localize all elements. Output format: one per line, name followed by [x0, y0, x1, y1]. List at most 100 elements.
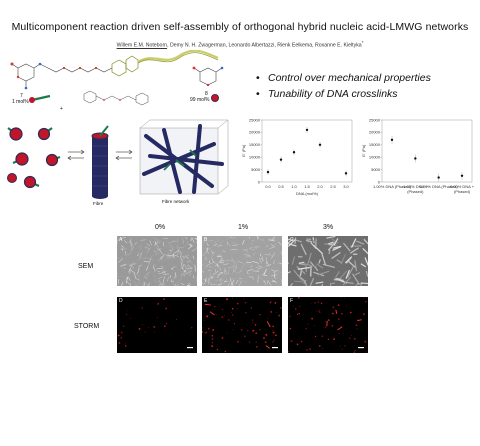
localization-dot: [293, 305, 295, 307]
fibre-strand: [364, 257, 368, 266]
localization-dot: [321, 348, 323, 349]
sem-texture: [202, 236, 282, 286]
localization-dot: [320, 302, 323, 305]
localization-dot: [244, 335, 246, 337]
svg-text:+: +: [60, 106, 63, 112]
fibre-strand: [175, 283, 177, 286]
fibre-strand: [329, 283, 332, 286]
fibre-strand: [354, 283, 358, 286]
fibre-strand: [202, 264, 205, 266]
fibre-strand: [349, 247, 359, 254]
fibre-strand: [266, 262, 269, 265]
fibre-strand: [259, 276, 263, 281]
fibre-strand: [124, 253, 132, 256]
localization-dot: [288, 351, 290, 353]
fibre-strand: [182, 256, 185, 259]
y-tick-label: 25000: [369, 117, 381, 122]
storm-image-0pct: D: [117, 297, 197, 353]
fibre-strand: [326, 236, 336, 239]
fibre-strand: [156, 259, 162, 262]
fibre-strand: [155, 241, 161, 245]
localization-dot: [299, 305, 301, 307]
fibre-strand: [121, 281, 125, 285]
fibre-strand: [124, 240, 128, 244]
fibre-strand: [288, 238, 291, 241]
localization-dot: [345, 314, 347, 316]
x-tick-label: 0.0: [265, 184, 271, 189]
x-tick-label: 1.5: [304, 184, 310, 189]
localization-dot: [125, 343, 126, 344]
localization-dot: [275, 311, 277, 313]
fibre-strand: [345, 269, 351, 279]
fibre-strand: [181, 258, 184, 266]
localization-dot: [153, 326, 156, 328]
fibre-strand: [146, 247, 151, 254]
fibre-strand: [129, 268, 131, 275]
localization-dot: [166, 323, 168, 325]
localization-dot: [332, 312, 334, 315]
fibre-label: Fibre: [93, 201, 104, 206]
fibre-strand: [212, 251, 218, 253]
fibre-strand: [156, 268, 163, 270]
localization-dot: [314, 302, 316, 304]
fibre-strand: [321, 252, 327, 266]
localization-dot: [236, 302, 239, 305]
y-tick-label: 20000: [369, 130, 381, 135]
storm-image-1pct: E: [202, 297, 282, 353]
fibre-strand: [179, 250, 183, 254]
localization-dot: [331, 325, 334, 327]
localization-dot: [341, 312, 343, 315]
localization-dot: [341, 297, 342, 298]
fibre-strand: [153, 269, 158, 273]
fibre-strand: [129, 264, 135, 269]
fibre-strand: [350, 238, 357, 248]
fibre-strand: [238, 280, 242, 286]
fibre-strand: [167, 276, 170, 282]
fibre-strand: [231, 245, 237, 249]
y-tick-label: 5000: [251, 167, 261, 172]
fibre-strand: [210, 281, 212, 285]
fibre-strand: [173, 249, 180, 254]
localization-dot: [354, 338, 356, 340]
data-point: [414, 157, 417, 160]
bullet-mechanical: Control over mechanical properties: [256, 70, 431, 86]
fibre-strand: [232, 242, 238, 246]
fibre-strand: [273, 269, 278, 274]
localization-dot: [148, 327, 149, 329]
y-tick-label: 20000: [249, 130, 261, 135]
localization-dot: [163, 325, 166, 328]
localization-dot: [272, 341, 274, 343]
localization-dot: [154, 331, 155, 333]
localization-dot: [165, 307, 168, 310]
localization-dot: [321, 335, 324, 338]
localization-dot: [319, 311, 321, 313]
fibre-strand: [186, 267, 193, 269]
localization-dot: [127, 310, 128, 312]
fibre-strand: [331, 238, 339, 244]
fibre-strand: [117, 257, 120, 260]
fibre-strand: [161, 275, 166, 277]
fibre-strand: [218, 254, 223, 258]
localization-dot: [255, 345, 258, 348]
y-tick-label: 15000: [369, 142, 381, 147]
micelle-group: [7, 127, 61, 189]
row-label-sem: SEM: [78, 263, 94, 270]
fibre-strand: [273, 280, 276, 282]
sem-image-1pct: B: [202, 236, 282, 286]
localization-dot: [316, 310, 318, 312]
fibre-strand: [266, 264, 272, 267]
fibre-strand: [208, 275, 215, 279]
fibre-strand: [264, 265, 268, 273]
fibre-strand: [246, 237, 249, 241]
fibre-strand: [217, 283, 222, 286]
localization-dot: [157, 302, 160, 305]
fibre-strand: [266, 261, 268, 265]
fibre-strand: [242, 239, 245, 245]
fibre-strand: [346, 266, 354, 278]
fibre-strand: [224, 236, 228, 238]
storm-image-3pct: F: [288, 297, 368, 353]
fibre-strand: [298, 263, 306, 266]
fibre-strand: [180, 283, 185, 286]
fibre-strand: [148, 258, 152, 266]
localization-dot: [296, 343, 299, 346]
